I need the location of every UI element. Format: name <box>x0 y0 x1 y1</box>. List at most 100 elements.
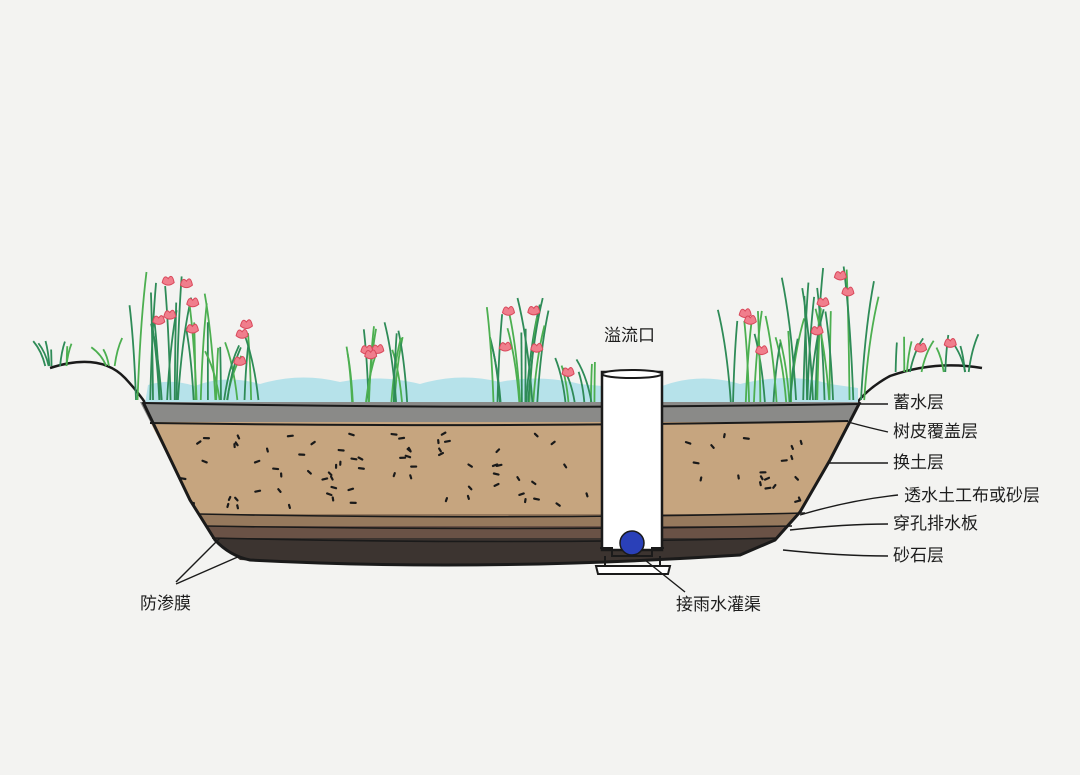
soil-speck <box>492 472 500 476</box>
soil-speck <box>533 432 539 438</box>
soil-speck <box>794 475 800 481</box>
soil-speck <box>327 471 333 477</box>
soil-speck <box>392 472 396 478</box>
plant-clump <box>204 319 260 401</box>
grass-blade <box>128 305 137 401</box>
soil-speck <box>286 434 294 438</box>
soil-speck <box>443 439 451 443</box>
grass-blade <box>185 327 195 401</box>
grass-blade <box>967 333 980 373</box>
plant-clump <box>894 333 980 373</box>
soil-speck <box>438 447 442 453</box>
grass-blade <box>173 302 178 401</box>
flower <box>527 305 541 316</box>
grass-blade <box>845 269 851 401</box>
soil-speck <box>710 444 715 449</box>
grass-blade <box>863 296 880 401</box>
grass-blade <box>32 340 47 367</box>
grass-blade <box>508 314 521 403</box>
flower <box>235 329 249 339</box>
soil-speck <box>227 495 232 502</box>
grass-blade <box>906 341 913 373</box>
soil-speck <box>794 499 801 503</box>
flower <box>943 338 957 348</box>
flower <box>179 278 193 289</box>
soil-speck <box>348 432 355 437</box>
grass-blade <box>489 340 502 403</box>
water-storage-layer <box>145 377 858 404</box>
soil-speck <box>329 475 334 481</box>
soil-speck <box>310 440 316 446</box>
grass-blade <box>577 371 586 403</box>
soil-speck <box>742 437 750 440</box>
basin-outline <box>141 401 862 567</box>
soil-speck <box>347 487 355 492</box>
plant-clump <box>780 266 880 401</box>
flower <box>755 345 769 356</box>
flower <box>561 367 575 377</box>
grass-blade <box>802 282 810 401</box>
soil-speck <box>234 441 239 447</box>
flower <box>810 325 824 336</box>
soil-speck <box>466 494 470 500</box>
grass-blade <box>203 293 217 401</box>
grass-blade <box>44 340 51 367</box>
soil-speck <box>790 454 794 461</box>
grass-blade <box>516 297 534 403</box>
soil-speck <box>321 477 329 481</box>
flower <box>161 275 175 286</box>
grass-blade <box>816 308 822 401</box>
layer-boundaries <box>142 402 859 543</box>
soil-speck <box>236 434 241 440</box>
soil-speck <box>495 463 503 468</box>
grass-blade <box>774 336 788 403</box>
flower <box>186 297 200 308</box>
flower <box>498 341 512 352</box>
soil-speck <box>390 432 398 436</box>
flower <box>914 342 928 353</box>
replaced-soil-layer <box>140 422 860 514</box>
soil-speck <box>306 469 312 475</box>
grass-blade <box>153 321 161 401</box>
soil-speck <box>684 441 692 445</box>
grass-blade <box>247 333 253 401</box>
flower <box>841 286 855 297</box>
soil-speck <box>357 467 365 470</box>
soil-speck <box>467 463 473 468</box>
perforated-drain-board-layer <box>140 526 860 538</box>
grass-blade <box>801 287 814 401</box>
soil-speck <box>763 476 771 481</box>
flower <box>501 306 516 316</box>
grass-blade <box>743 320 750 403</box>
grass-blade <box>215 347 220 401</box>
grass-blade <box>485 307 495 403</box>
grass-blade <box>102 348 110 367</box>
soil-speck <box>790 444 795 451</box>
soil-speck <box>437 451 445 457</box>
drain-pipe-ball <box>619 530 645 556</box>
soil-speck <box>226 502 230 509</box>
basin-layers <box>140 402 860 565</box>
label-perforated-drain-board: 穿孔排水板 <box>893 514 978 534</box>
soil-speck <box>550 440 556 446</box>
plants <box>32 266 980 403</box>
grass-blade <box>824 311 834 401</box>
grass-blade <box>806 296 816 401</box>
grass-blade <box>199 303 208 401</box>
grass-blade <box>397 330 409 403</box>
grass-blade <box>113 337 123 367</box>
grass-blade <box>520 332 523 403</box>
grass-blade <box>554 357 567 403</box>
plant-clump <box>32 337 123 367</box>
soil-speck <box>196 440 202 445</box>
flower <box>530 342 544 353</box>
soil-speck <box>287 503 291 509</box>
grass-blade <box>219 346 222 401</box>
soil-speck <box>236 504 240 510</box>
soil-speck <box>265 447 269 453</box>
soil-speck <box>277 488 282 493</box>
grass-blade <box>496 314 504 403</box>
grass-blade <box>744 318 753 403</box>
flower <box>364 349 378 360</box>
